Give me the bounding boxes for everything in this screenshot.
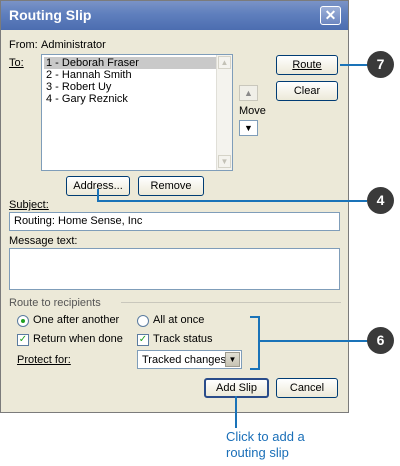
caption: Click to add a routing slip: [226, 429, 305, 461]
callout-4: 4: [367, 187, 394, 214]
return-when-done-checkbox[interactable]: ✓: [17, 334, 29, 346]
caption-line: [235, 396, 237, 428]
callout-6-bracket-bottom: [250, 368, 260, 370]
one-after-another-label: One after another: [33, 314, 120, 326]
cancel-button-label: Cancel: [289, 382, 325, 394]
protect-for-value: Tracked changes: [142, 354, 226, 366]
move-up-button[interactable]: ▲: [239, 85, 258, 101]
message-label: Message text:: [9, 235, 78, 247]
title-bar[interactable]: Routing Slip ✕: [1, 1, 348, 30]
list-item[interactable]: 3 - Robert Uy: [46, 81, 112, 93]
remove-button-label: Remove: [150, 180, 192, 192]
clear-button-label: Clear: [293, 85, 321, 97]
subject-field[interactable]: Routing: Home Sense, Inc: [9, 212, 340, 231]
scroll-down-icon[interactable]: ▼: [218, 155, 231, 168]
callout-6: 6: [367, 327, 394, 354]
chevron-down-icon[interactable]: ▼: [225, 352, 240, 367]
callout-4-line: [97, 200, 367, 202]
scroll-up-icon[interactable]: ▲: [218, 56, 231, 69]
route-button-label: Route: [292, 59, 322, 71]
all-at-once-radio[interactable]: [137, 315, 149, 327]
cancel-button[interactable]: Cancel: [276, 378, 338, 398]
track-status-label: Track status: [153, 333, 213, 345]
subject-label: Subject:: [9, 199, 49, 211]
move-down-button[interactable]: ▼: [239, 120, 258, 136]
one-after-another-radio[interactable]: [17, 315, 29, 327]
to-label: To:: [9, 57, 24, 69]
list-item[interactable]: 2 - Hannah Smith: [46, 69, 132, 81]
list-item[interactable]: 1 - Deborah Fraser: [44, 57, 216, 69]
callout-4-line-vertical: [97, 189, 99, 201]
track-status-checkbox[interactable]: ✓: [137, 334, 149, 346]
list-item[interactable]: 4 - Gary Reznick: [46, 93, 128, 105]
clear-button[interactable]: Clear: [276, 81, 338, 101]
list-scrollbar[interactable]: ▲ ▼: [216, 55, 232, 170]
recipient-list[interactable]: 1 - Deborah Fraser 2 - Hannah Smith 3 - …: [41, 54, 233, 171]
from-value: Administrator: [41, 39, 106, 51]
protect-for-select[interactable]: Tracked changes ▼: [137, 350, 242, 369]
callout-6-bracket-top: [250, 316, 260, 318]
route-group-label: Route to recipients: [9, 297, 101, 309]
callout-6-line: [258, 340, 368, 342]
move-label: Move: [239, 105, 266, 117]
return-when-done-label: Return when done: [33, 333, 123, 345]
all-at-once-label: All at once: [153, 314, 205, 326]
add-slip-button[interactable]: Add Slip: [204, 378, 269, 398]
group-divider: [121, 302, 341, 303]
caption-line-1: Click to add a: [226, 429, 305, 444]
callout-7-line: [340, 64, 368, 66]
callout-7: 7: [367, 51, 394, 78]
route-button[interactable]: Route: [276, 55, 338, 75]
remove-button[interactable]: Remove: [138, 176, 204, 196]
callout-6-bracket: [258, 316, 260, 370]
close-icon[interactable]: ✕: [320, 6, 341, 25]
address-button-label: Address...: [73, 180, 123, 192]
caption-line-2: routing slip: [226, 445, 289, 460]
dialog-title: Routing Slip: [9, 7, 92, 23]
add-slip-button-label: Add Slip: [216, 382, 257, 394]
protect-for-label: Protect for:: [17, 354, 71, 366]
message-field[interactable]: [9, 248, 340, 290]
from-label: From:: [9, 39, 38, 51]
routing-slip-dialog: Routing Slip ✕ From: Administrator To: 1…: [0, 0, 349, 413]
